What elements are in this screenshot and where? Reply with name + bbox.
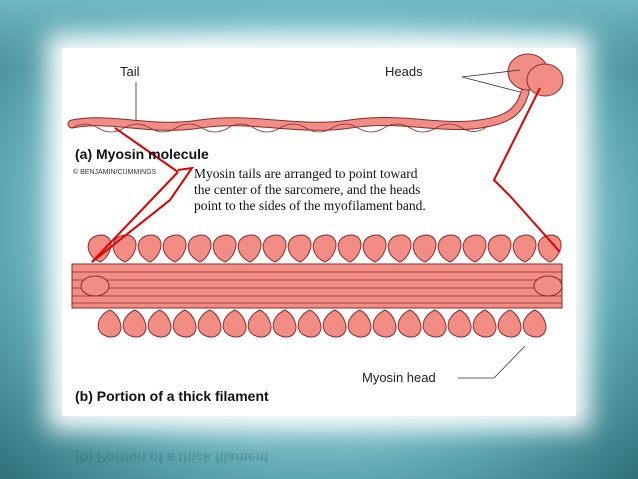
tail-label: Tail [120,64,140,79]
annotation-text: Myosin tails are arranged to point towar… [194,166,426,214]
heads-label: Heads [385,64,423,79]
annotation-line-3: point to the sides of the myofilament ba… [194,198,426,213]
upper-heads [87,234,562,263]
heads-leader-line [461,69,521,78]
figure-panel [62,48,576,416]
lower-heads [97,309,547,338]
thick-filament [71,234,563,338]
myosin-molecule [67,53,564,133]
callout-lines [91,87,561,263]
part-a-caption: (a) Myosin molecule [75,146,209,162]
part-b-reflection: (b) Portion of a thick filament [75,450,269,466]
part-b-caption: (b) Portion of a thick filament [75,388,269,404]
annotation-line-2: the center of the sarcomere, and the hea… [194,182,421,197]
annotation-line-1: Myosin tails are arranged to point towar… [194,166,418,181]
copyright-notice: © BENJAMIN/CUMMINGS [73,169,157,176]
myosin-head-label: Myosin head [362,370,436,385]
